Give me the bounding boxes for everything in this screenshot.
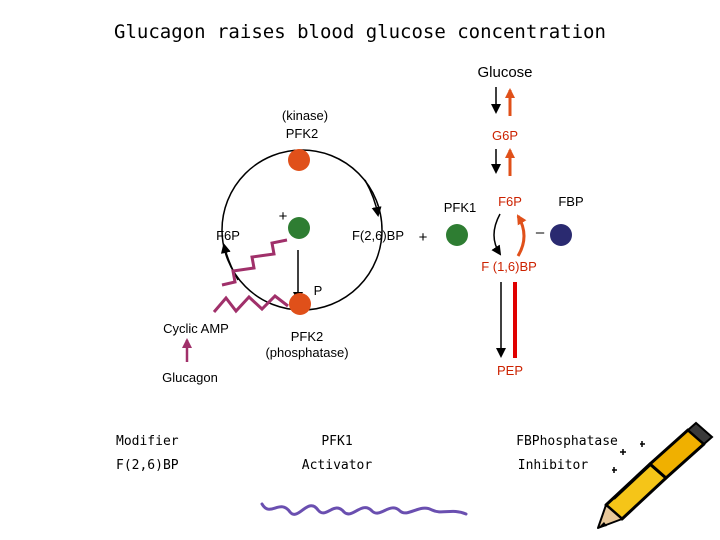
minus-sign: –: [536, 224, 545, 241]
table-pfk1-value: Activator: [302, 458, 373, 473]
signature-scribble: [260, 502, 468, 516]
glucose-label: Glucose: [477, 64, 532, 81]
pfk1-node: [446, 224, 468, 246]
pfk2-kinase-label: PFK2: [286, 126, 319, 141]
f26bp-node: [288, 217, 310, 239]
diagram-title: Glucagon raises blood glucose concentrat…: [114, 21, 606, 43]
pfk2-kinase-node: [288, 149, 310, 171]
table-fbpase-header: FBPhosphatase: [516, 434, 618, 449]
table-fbpase-value: Inhibitor: [518, 458, 589, 473]
plus-sign-left: +: [279, 208, 288, 225]
kinase-label: (kinase): [282, 108, 328, 123]
f16bp-label: F (1,6)BP: [481, 259, 537, 274]
pep-label: PEP: [497, 363, 523, 378]
f6p-to-f16bp-arrow: [491, 213, 502, 256]
fbpase-node: [550, 224, 572, 246]
cyclic-amp-label: Cyclic AMP: [163, 321, 229, 336]
glucagon-label: Glucagon: [162, 370, 218, 385]
fbp-label: FBP: [558, 194, 583, 209]
phosphatase-label: (phosphatase): [265, 345, 348, 360]
table-modifier-header: Modifier: [116, 434, 179, 449]
table-pfk1-header: PFK1: [321, 434, 352, 449]
pfk2-phosphatase-node: [289, 293, 311, 315]
pfk1-label: PFK1: [444, 200, 477, 215]
table-modifier-value: F(2,6)BP: [116, 458, 179, 473]
plus-sign-right: +: [419, 229, 428, 246]
cycle-arrow-left: [220, 243, 239, 281]
f6p-right-label: F6P: [498, 194, 522, 209]
f26bp-label: F(2,6)BP: [352, 228, 404, 243]
signal-zigzag-lower: [212, 294, 289, 314]
f16bp-to-f6p-arrow: [516, 214, 527, 257]
pfk2-phosphatase-label: PFK2: [291, 329, 324, 344]
g6p-label: G6P: [492, 128, 518, 143]
cycle-arrow-right: [364, 179, 382, 217]
pencil-icon: [597, 421, 714, 529]
f6p-left-label: F6P: [216, 228, 240, 243]
signal-zigzag-upper: [221, 238, 288, 287]
phosphate-label: P: [314, 283, 323, 298]
